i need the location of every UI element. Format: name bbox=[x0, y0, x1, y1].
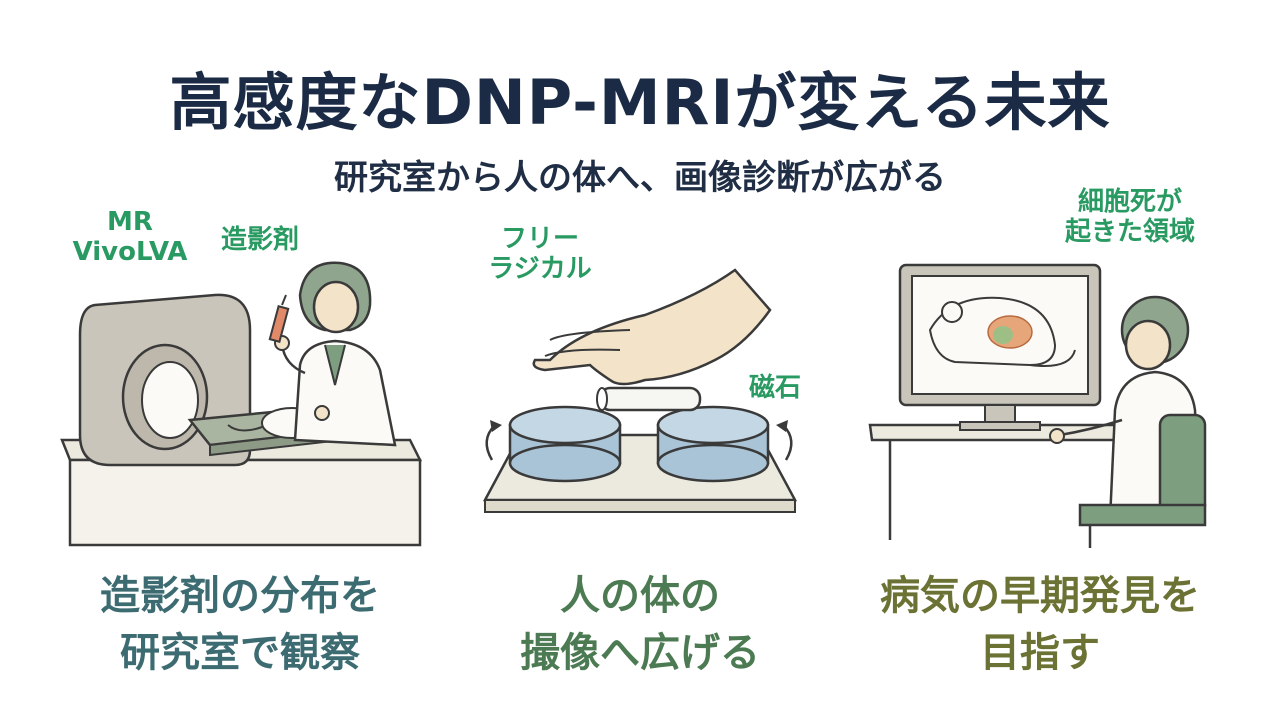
label-free-radical: フリー ラジカル bbox=[488, 224, 592, 284]
label-mr-vivolva: MR VivoLVA bbox=[72, 207, 188, 267]
lab-mri-illustration bbox=[60, 261, 423, 547]
caption-panel-2: 人の体の 撮像へ広げる bbox=[520, 573, 760, 676]
hand-icon bbox=[532, 268, 772, 386]
magnet-left bbox=[508, 405, 622, 483]
caption-panel-1: 造影剤の分布を 研究室で観察 bbox=[100, 573, 380, 676]
caption-panel-3: 病気の早期発見を 目指す bbox=[880, 573, 1200, 676]
magnet-right bbox=[656, 405, 770, 483]
label-cell-death-region: 細胞死が 起きた領域 bbox=[1064, 187, 1195, 247]
diagnosis-illustration bbox=[868, 263, 1207, 548]
chair bbox=[1078, 413, 1207, 548]
label-magnet: 磁石 bbox=[748, 373, 801, 403]
rotation-arrowhead-left-icon bbox=[490, 420, 502, 432]
scientist-figure bbox=[268, 261, 397, 447]
magnet-illustration bbox=[482, 268, 798, 513]
label-contrast-agent: 造影剤 bbox=[220, 225, 299, 255]
mouse-scan-image bbox=[928, 296, 1076, 367]
rotation-arrowhead-right-icon bbox=[776, 420, 788, 432]
doctor-figure bbox=[1049, 295, 1202, 522]
page-title: 高感度なDNP-MRIが変える未来 bbox=[169, 66, 1111, 139]
sample-tube bbox=[596, 386, 702, 412]
page-subtitle: 研究室から人の体へ、画像診断が広がる bbox=[334, 158, 946, 198]
